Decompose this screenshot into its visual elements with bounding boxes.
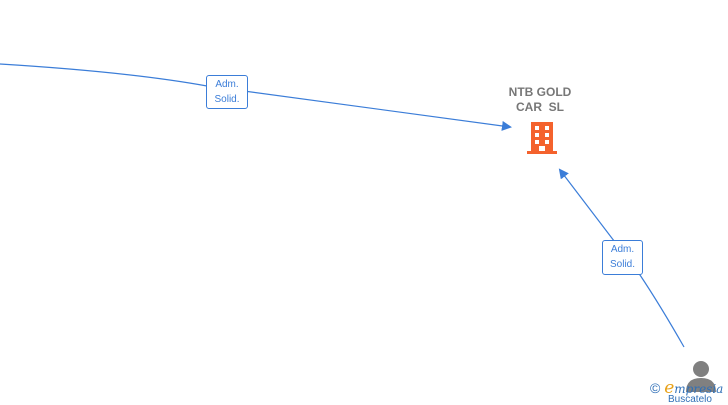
edge-role-line1: Adm. — [610, 244, 635, 255]
brand-e: e — [664, 378, 675, 398]
company-name[interactable]: NTB GOLD CAR SL — [490, 85, 590, 115]
company-name-line2: CAR SL — [516, 100, 564, 114]
edge-role-line1: Adm. — [215, 79, 239, 90]
watermark: © empresia — [650, 378, 723, 398]
edge-line-1 — [0, 63, 512, 131]
edge-role-label: Adm. Solid. — [206, 75, 248, 109]
copyright-symbol: © — [650, 380, 661, 396]
edge-line-2 — [558, 168, 685, 348]
brand-rest: mpresia — [674, 382, 724, 396]
edge-role-line2: Solid. — [609, 259, 635, 270]
edge-role-line2: Solid. — [214, 94, 240, 105]
edge-role-label: Adm. Solid. — [602, 240, 643, 275]
company-name-line1: NTB GOLD — [508, 85, 572, 99]
person-icon[interactable] — [686, 361, 716, 392]
building-icon[interactable] — [527, 122, 557, 154]
